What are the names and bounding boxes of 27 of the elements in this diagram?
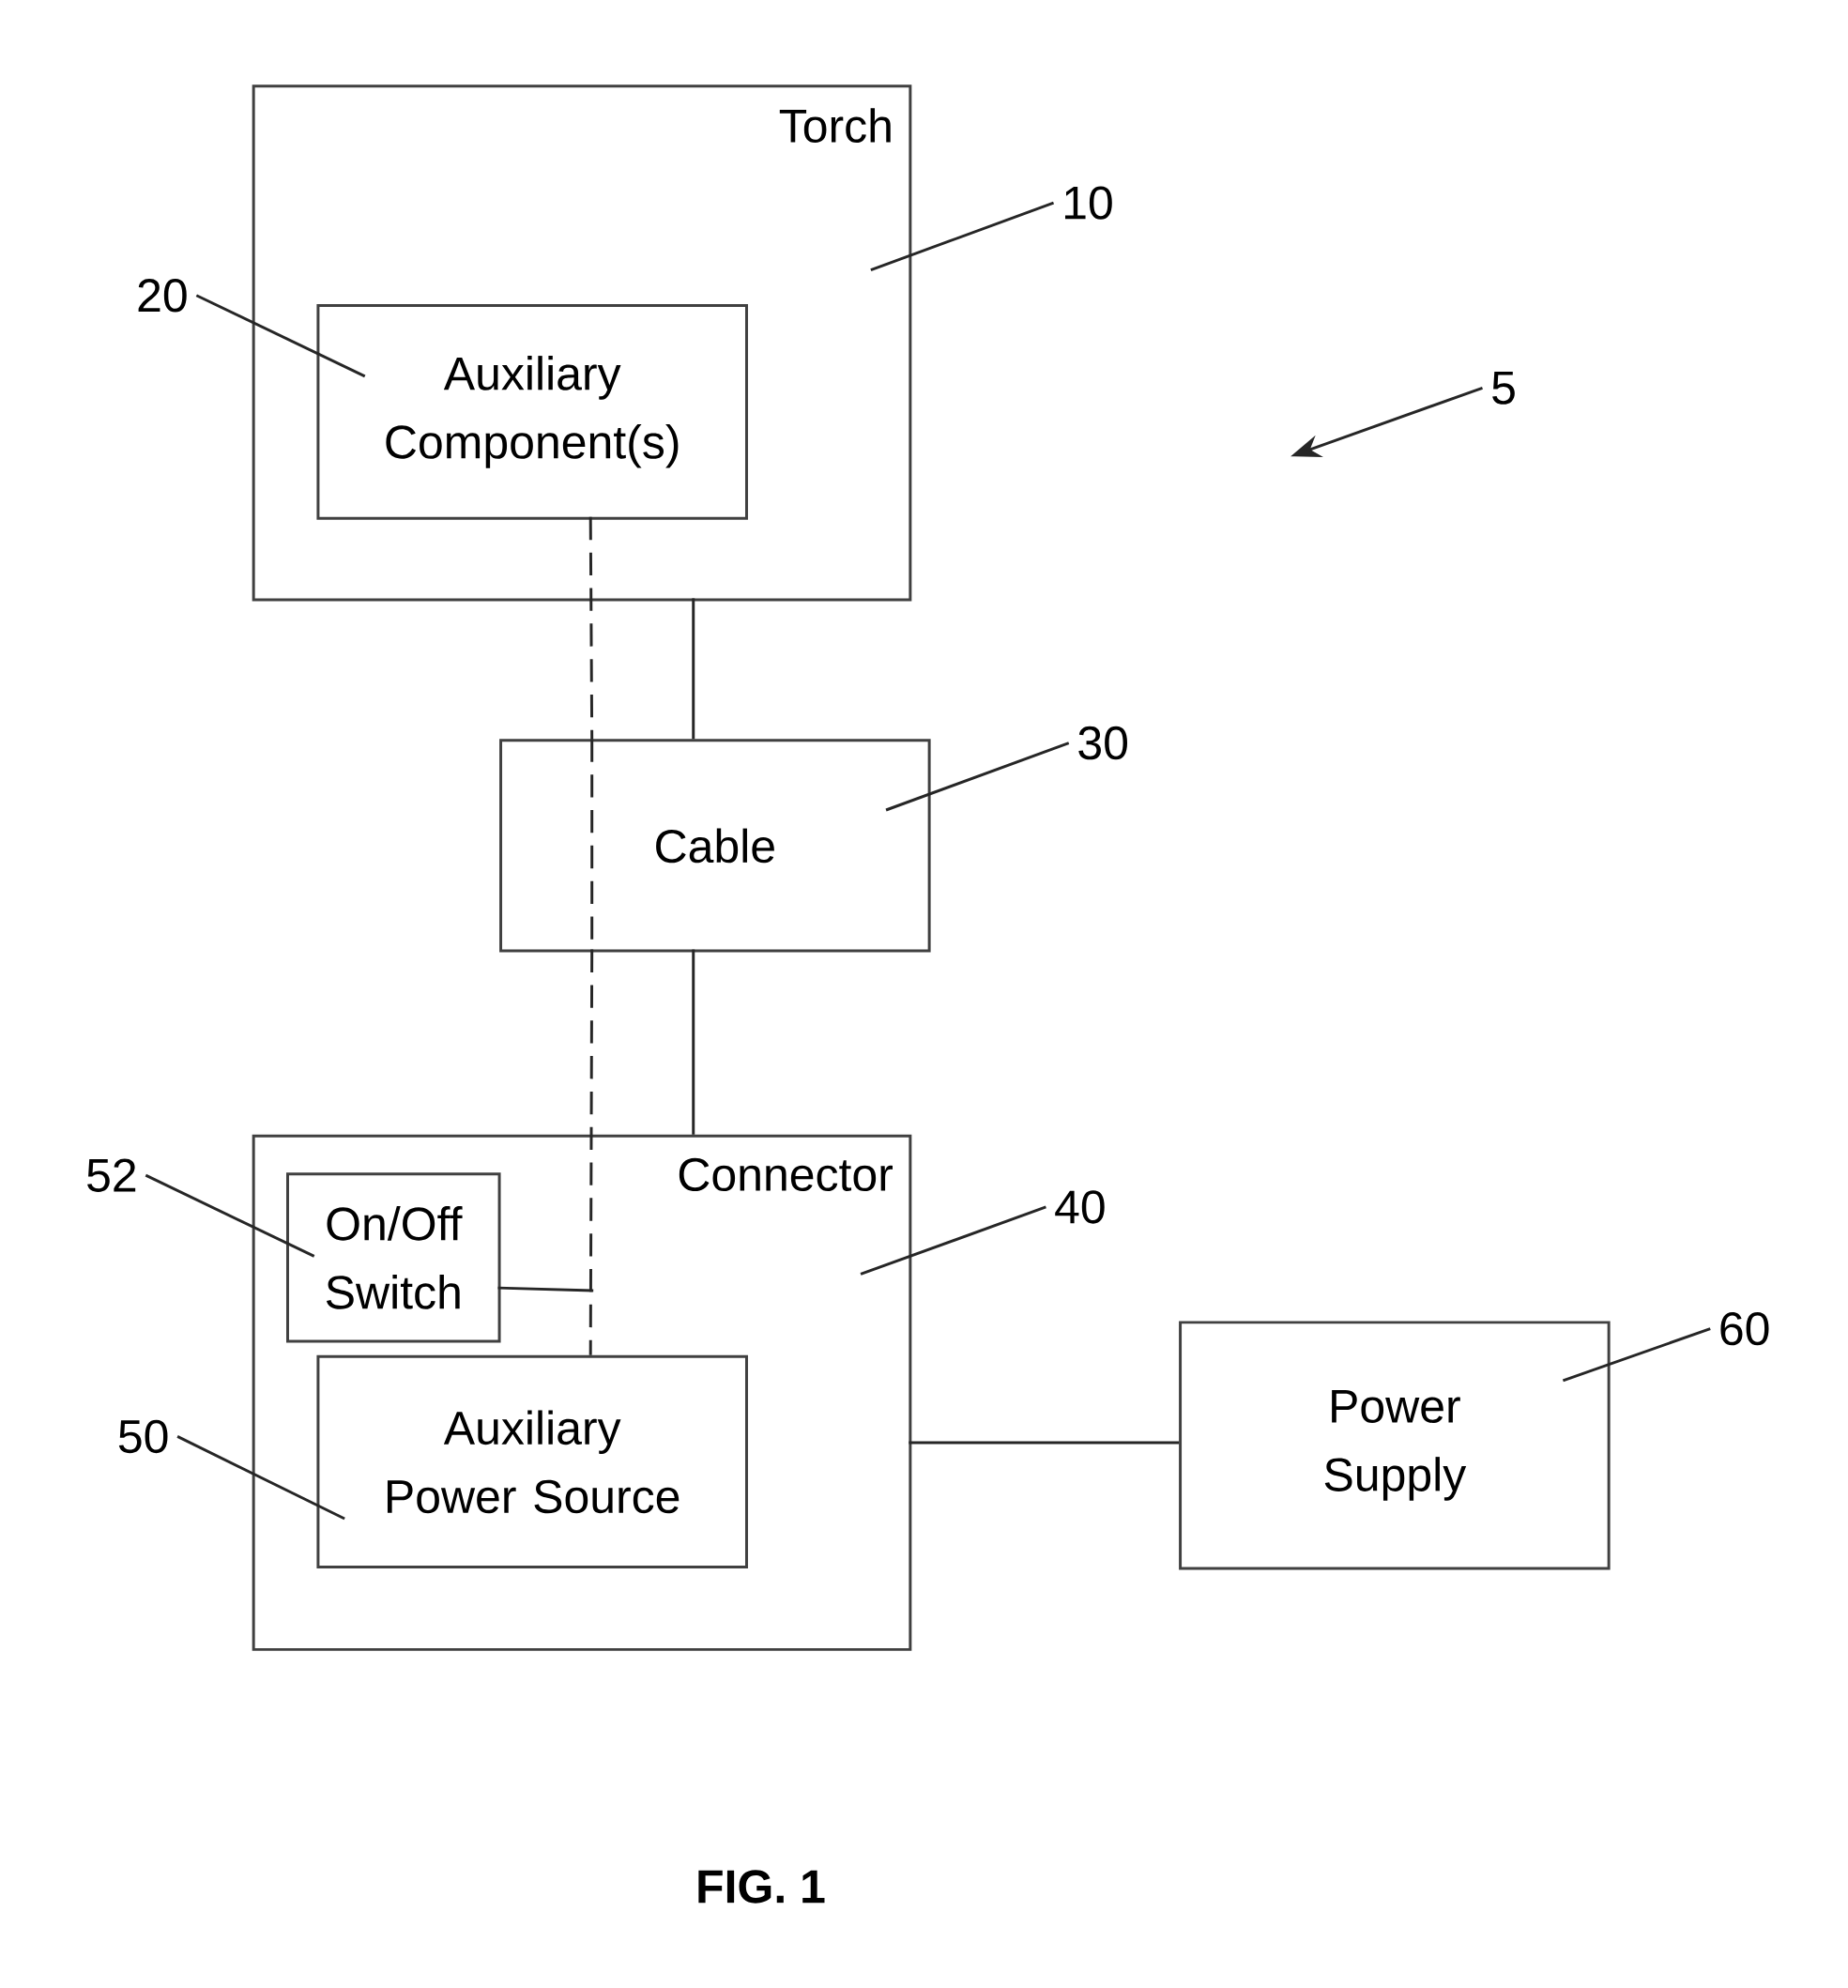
reference-numeral: 52 [86, 1158, 135, 1192]
reference-numeral: 10 [1064, 186, 1112, 220]
connection-line [692, 598, 695, 740]
leader-line [195, 294, 366, 378]
leader-line [870, 201, 1054, 271]
reference-numeral: 50 [118, 1419, 168, 1454]
figure-caption: FIG. 1 [698, 1870, 825, 1904]
leader-line [176, 1435, 345, 1521]
cable-box: Cable [498, 739, 931, 953]
switch-box: On/Off Switch [285, 1172, 501, 1343]
connection-line [692, 949, 695, 1135]
dashed-line [588, 516, 593, 740]
connection-line [497, 1286, 593, 1292]
connection-line [909, 1441, 1179, 1445]
reference-numeral: 30 [1078, 726, 1127, 760]
reference-numeral: 40 [1055, 1190, 1105, 1224]
leader-line [1562, 1327, 1711, 1383]
leader-line [145, 1173, 315, 1258]
leader-line [860, 1205, 1046, 1276]
component-box: Auxiliary Component(s) [316, 303, 748, 520]
reference-numeral: 60 [1720, 1311, 1769, 1346]
reference-numeral: 20 [138, 279, 187, 313]
dashed-line [588, 949, 593, 1355]
reference-numeral: 5 [1491, 371, 1515, 405]
power-source-box: Auxiliary Power Source [316, 1354, 748, 1568]
leader-line [885, 742, 1070, 812]
power-supply-box: Power Supply [1178, 1321, 1611, 1570]
